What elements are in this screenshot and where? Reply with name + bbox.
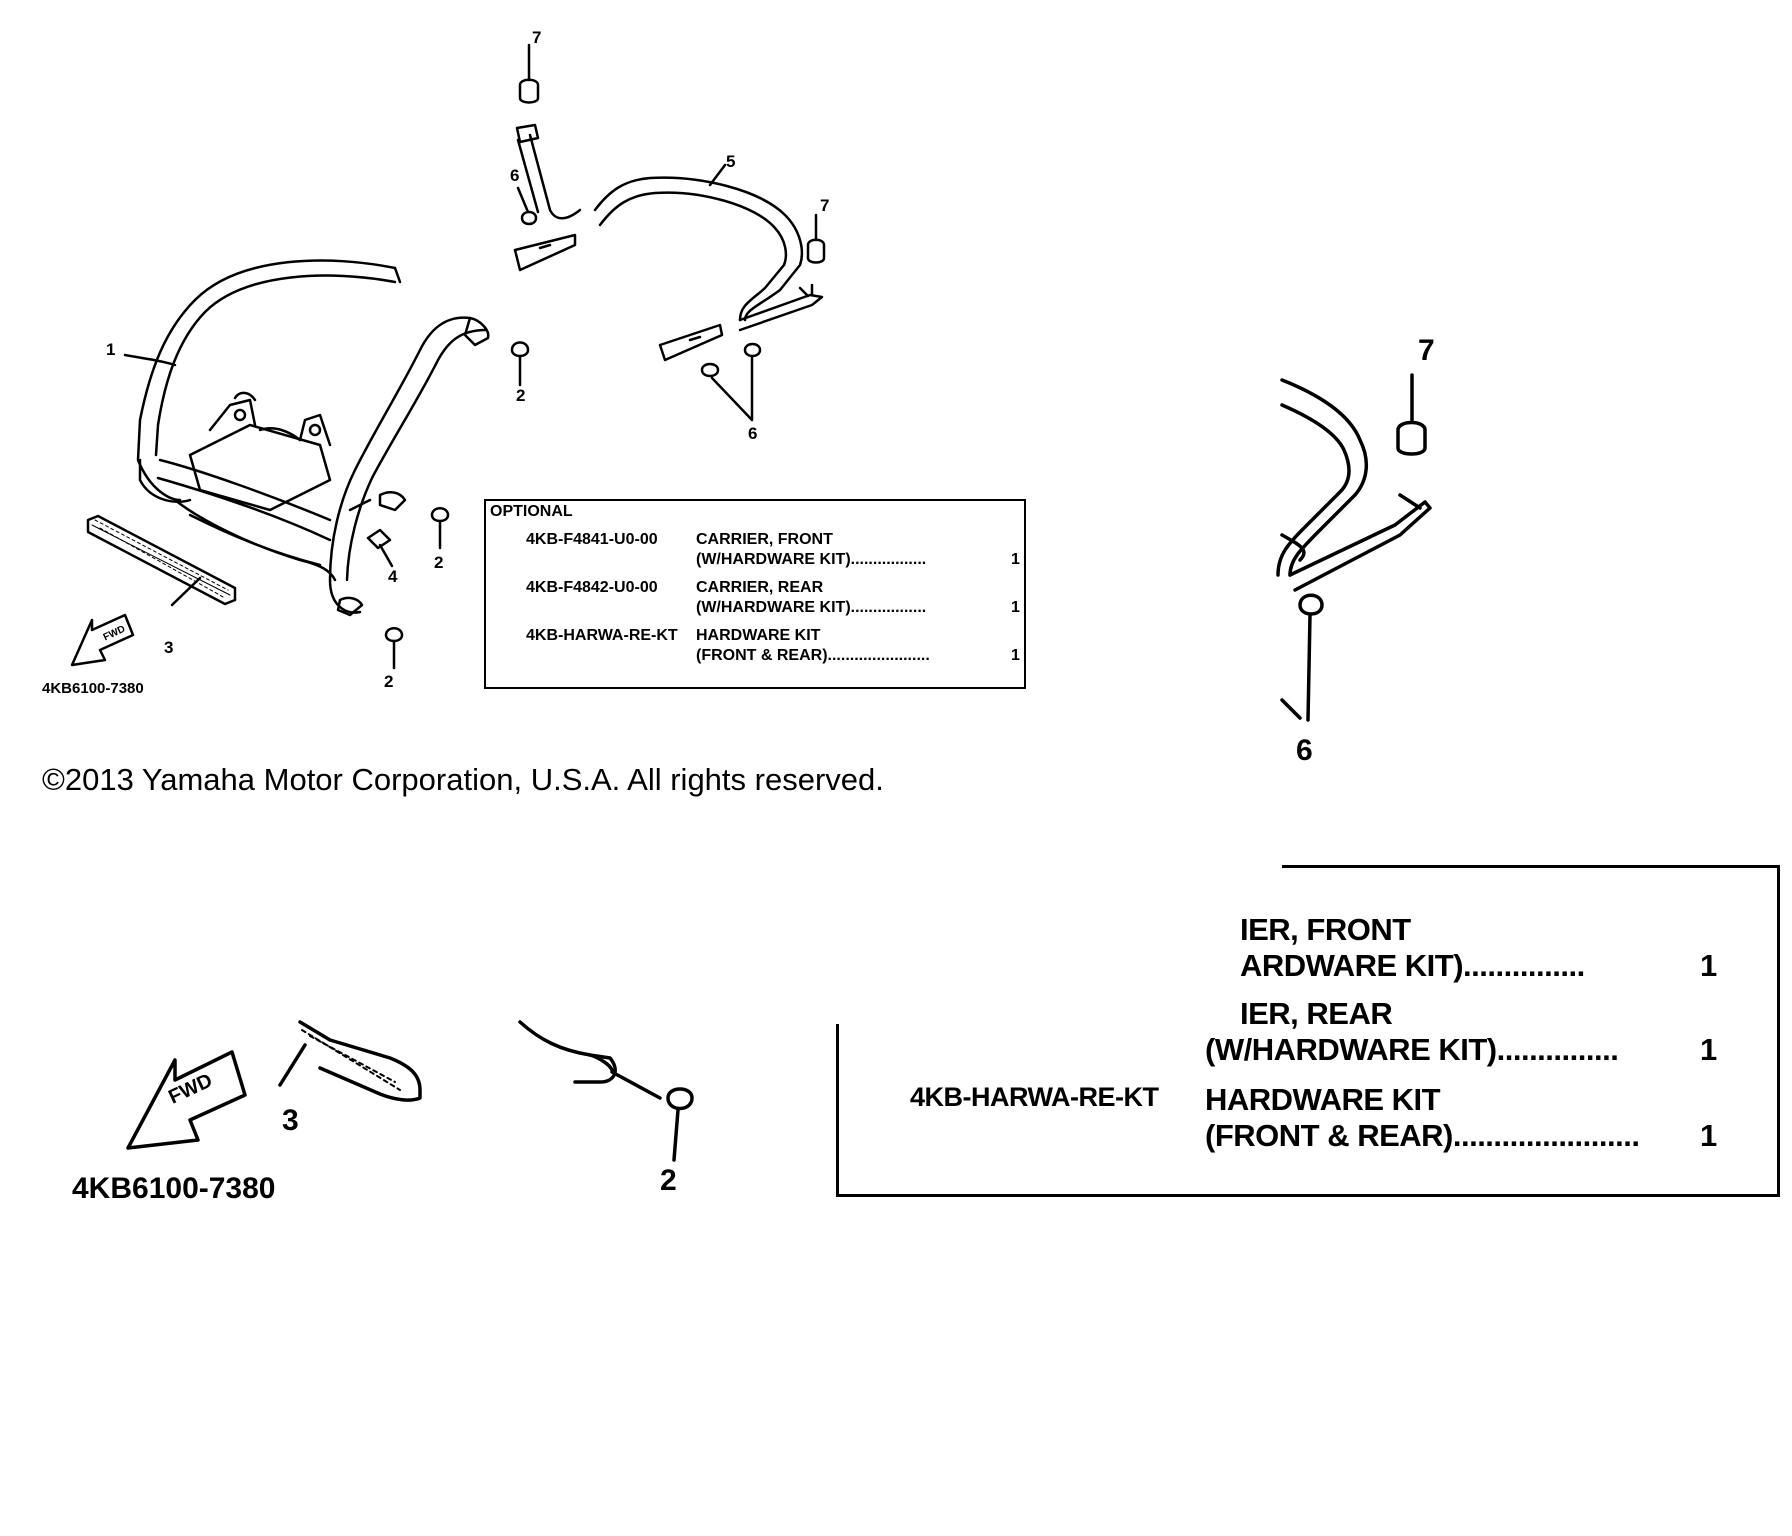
part-desc: HARDWARE KIT [696,627,821,644]
mounting-plate [188,423,332,512]
callout-7-top: 7 [532,28,542,47]
diagram-code: 4KB6100-7380 [42,680,144,697]
zoom-part-qty: 1 [1700,1118,1717,1153]
callout-6-lower: 6 [748,424,758,443]
zoom-callout-2: 2 [660,1164,677,1197]
callout-7-right: 7 [820,196,830,215]
zoom-part-desc-2: ARDWARE KIT)............... [1240,948,1585,983]
zoom-part-desc-2: (FRONT & REAR)....................... [1205,1118,1640,1153]
optional-parts-box: OPTIONAL 4KB-F4841-U0-00 CARRIER, FRONT … [484,499,1026,689]
callout-2-upper: 2 [516,386,526,405]
part-desc: CARRIER, REAR [696,579,824,596]
part-desc-2: (W/HARDWARE KIT)................. [696,551,927,568]
part-desc: CARRIER, FRONT [696,531,833,548]
zoom-grille [298,1020,422,1102]
zoom-part-desc-2: (W/HARDWARE KIT)............... [1205,1032,1619,1067]
callout-6-upper: 6 [510,166,520,185]
zoom-part-qty: 1 [1700,1032,1717,1067]
part-code: 4KB-HARWA-RE-KT [526,627,678,644]
zoom-callout-6: 6 [1296,734,1313,767]
callout-2-lower: 2 [384,672,394,691]
zoom-part-desc: IER, REAR [1240,996,1393,1031]
zoom-optional-box [836,865,1780,1197]
callout-2-middle: 2 [434,553,444,572]
zoom-bolt [1298,593,1324,616]
callout-5: 5 [726,152,736,171]
front-carrier-tube [136,259,397,502]
zoom-part-desc: IER, FRONT [1240,912,1411,947]
part-desc-2: (FRONT & REAR)....................... [696,647,930,664]
callout-3: 3 [164,638,174,657]
grille [86,514,237,606]
zoom-part-code: 4KB-HARWA-RE-KT [910,1082,1159,1112]
optional-title: OPTIONAL [490,503,573,520]
part-code: 4KB-F4842-U0-00 [526,579,658,596]
part-qty: 1 [1011,647,1020,664]
part-qty: 1 [1011,599,1020,616]
zoom-mask [830,860,1282,1024]
callout-1: 1 [106,340,116,359]
part-desc-2: (W/HARDWARE KIT)................. [696,599,927,616]
rear-carrier-tube [528,133,582,220]
part-code: 4KB-F4841-U0-00 [526,531,658,548]
zoom-fwd-arrow [126,1050,247,1150]
zoom-bumper-pad [1396,420,1427,456]
callout-4: 4 [388,567,398,586]
zoom-callout-3: 3 [282,1104,299,1137]
zoom-part-desc: HARDWARE KIT [1205,1082,1441,1117]
part-qty: 1 [1011,551,1020,568]
zoom-part-qty: 1 [1700,948,1717,983]
copyright-notice: ©2013 Yamaha Motor Corporation, U.S.A. A… [42,762,884,797]
zoom-callout-7: 7 [1418,334,1435,367]
zoom-diagram-code: 4KB6100-7380 [72,1172,276,1205]
